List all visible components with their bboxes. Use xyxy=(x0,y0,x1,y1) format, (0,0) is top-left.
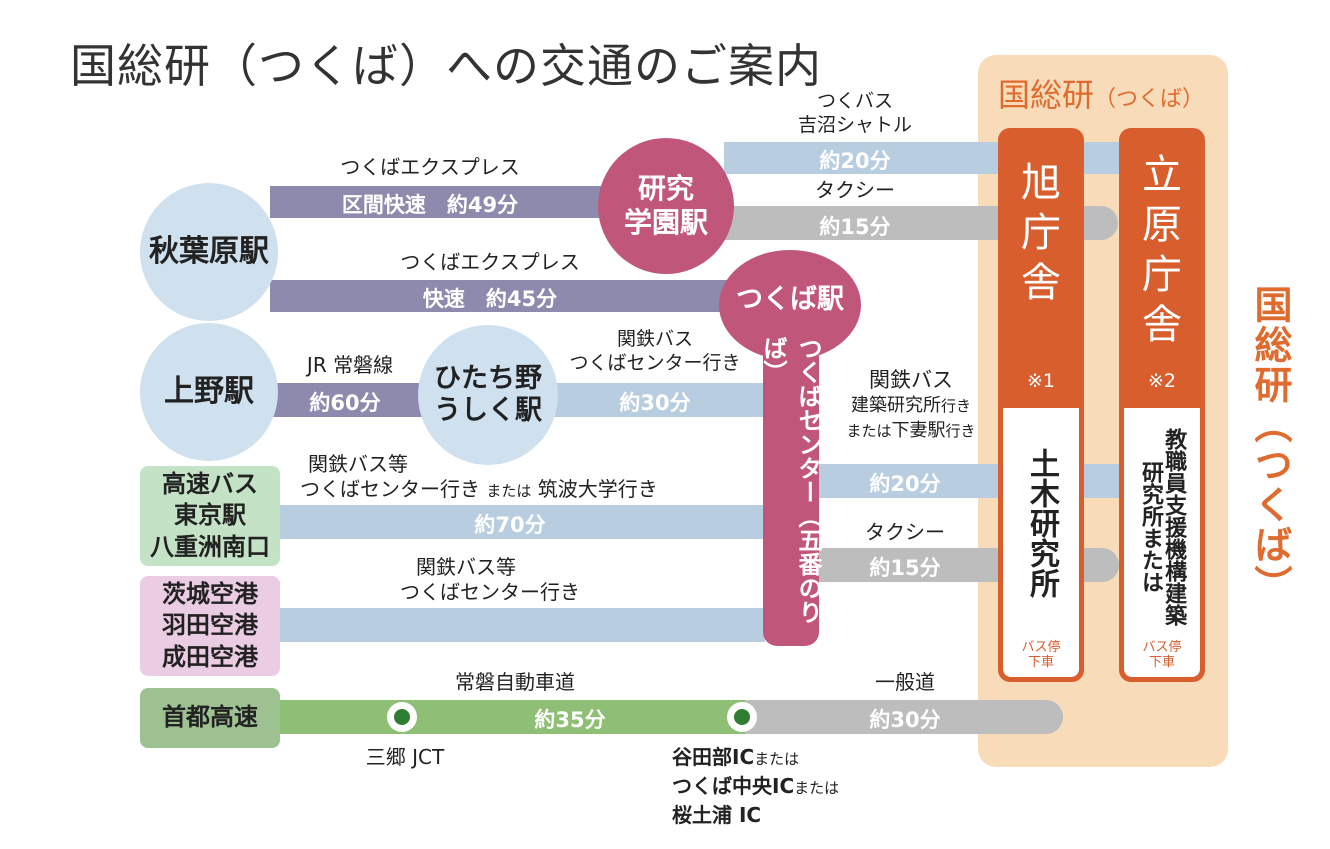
kantetsu1-time: 約30分 xyxy=(619,391,691,415)
panel-title: 国総研（つくば） xyxy=(998,70,1204,116)
kantetsu2-time: 約20分 xyxy=(869,472,941,496)
airport-label: 関鉄バス等 つくばセンター行き xyxy=(400,555,630,605)
general-road-bar xyxy=(745,700,1063,734)
highway-bus-origin: 高速バス 東京駅 八重洲南口 xyxy=(140,466,280,566)
kenkyu-gakuen-station: 研究学園駅 xyxy=(598,138,734,274)
joban-label: 常磐自動車道 xyxy=(455,670,575,694)
jr-time: 約60分 xyxy=(309,391,381,415)
shuttle-label-b: 吉沼シャトル xyxy=(797,113,912,136)
joban-time: 約35分 xyxy=(534,708,606,732)
ic-label: 谷田部ICまたは つくば中央ICまたは 桜土浦 IC xyxy=(672,743,892,830)
airport-bar xyxy=(275,608,765,642)
highway-bar xyxy=(275,505,765,539)
kantetsu2-label-b: 建築研究所 xyxy=(850,395,941,417)
tsukuba-center-label: つくばセンター（五番のりば） xyxy=(759,336,822,624)
tx1-bar xyxy=(270,186,610,218)
highway-label-b: つくばセンター行き xyxy=(300,477,480,501)
highway-label-c: 筑波大学行き xyxy=(537,477,658,501)
tx2-bar xyxy=(270,280,740,312)
hitachino-ushiku-station: ひたち野うしく駅 xyxy=(418,325,558,465)
asahi-inner: 土木研究所 バス停 下車 xyxy=(1003,408,1079,677)
tachihara-name: 立 原 庁 舎 xyxy=(1142,152,1182,348)
tachihara-inner: 教職員支援機構建築研究所または バス停 下車 xyxy=(1124,408,1200,677)
kantetsu1-label: 関鉄バス つくばセンター行き xyxy=(560,328,750,376)
asahi-note: ※1 xyxy=(1026,370,1055,392)
shuto-origin: 首都高速 xyxy=(140,688,280,748)
general-label: 一般道 xyxy=(875,670,935,694)
tx1-label: つくばエクスプレス xyxy=(340,155,520,179)
kantetsu1-bar xyxy=(550,383,765,417)
tachihara-bus-stop: バス停 下車 xyxy=(1142,639,1182,671)
joban-bar xyxy=(270,700,745,734)
ic-line2: つくば中央IC xyxy=(672,774,795,798)
ic-or-2: または xyxy=(794,779,840,797)
misato-jct-marker xyxy=(387,702,417,732)
kantetsu2-label-b-suffix: 行き xyxy=(940,397,971,416)
taxi1-time: 約15分 xyxy=(819,215,891,239)
kantetsu2-label: 関鉄バス 建築研究所行き または下妻駅行き xyxy=(826,366,996,443)
shuttle-label: つくバス 吉沼シャトル xyxy=(790,90,920,138)
tsukuba-center-stop: つくばセンター（五番のりば） xyxy=(759,322,822,646)
tachihara-note: ※2 xyxy=(1147,370,1176,392)
asahi-building: 旭 庁 舎 ※1 土木研究所 バス停 下車 xyxy=(998,128,1084,682)
airports-origin: 茨城空港 羽田空港 成田空港 xyxy=(140,576,280,676)
kantetsu1-label-b: つくばセンター行き xyxy=(569,351,741,374)
kenkyu-line2: 学園駅 xyxy=(623,206,708,239)
ic-or-1: または xyxy=(754,750,800,768)
taxi2-time: 約15分 xyxy=(869,556,941,580)
tachihara-building: 立 原 庁 舎 ※2 教職員支援機構建築研究所または バス停 下車 xyxy=(1119,128,1205,682)
shuttle-time: 約20分 xyxy=(819,149,891,173)
page-title: 国総研（つくば）への交通のご案内 xyxy=(70,39,822,93)
jr-label: JR 常磐線 xyxy=(306,353,394,377)
tx2-time: 快速 約45分 xyxy=(422,287,558,311)
highway-label: 関鉄バス等 つくばセンター行き または 筑波大学行き xyxy=(300,452,740,502)
ic-line1: 谷田部IC xyxy=(672,745,755,769)
ic-line3: 桜土浦 IC xyxy=(672,803,762,827)
asahi-bus-stop: バス停 下車 xyxy=(1021,639,1061,671)
tachihara-inner-text: 教職員支援機構建築研究所または xyxy=(1138,428,1187,626)
tx1-time: 区間快速 約49分 xyxy=(341,193,519,217)
kenkyu-line1: 研究 xyxy=(637,172,694,206)
highway-label-or: または xyxy=(486,482,532,500)
vertical-brand: 国総研（つくば） xyxy=(1248,285,1292,605)
taxi1-label: タクシー xyxy=(815,178,895,202)
panel-title-main: 国総研 xyxy=(998,76,1095,114)
hitachino-line1: ひたち野 xyxy=(434,362,542,394)
highway-time: 約70分 xyxy=(474,513,546,537)
asahi-name: 旭 庁 舎 xyxy=(1021,160,1061,306)
asahi-inner-text: 土木研究所 xyxy=(1024,448,1059,598)
general-time: 約30分 xyxy=(869,708,941,732)
ueno-station-label: 上野駅 xyxy=(164,374,254,409)
kantetsu2-label-c-prefix: または xyxy=(846,421,892,440)
kantetsu2-label-c: 下妻駅 xyxy=(891,419,946,441)
airport-label-b: つくばセンター行き xyxy=(400,580,580,604)
kantetsu2-label-a: 関鉄バス xyxy=(869,368,953,392)
airport-label-a: 関鉄バス等 xyxy=(416,555,516,579)
shuttle-label-a: つくバス xyxy=(816,90,893,112)
kantetsu1-label-a: 関鉄バス xyxy=(616,328,693,350)
ic-marker xyxy=(727,702,757,732)
hitachino-line2: うしく駅 xyxy=(434,395,542,426)
tx2-label: つくばエクスプレス xyxy=(400,250,580,274)
kantetsu2-label-c-suffix: 行き xyxy=(945,421,976,440)
taxi2-label: タクシー xyxy=(865,520,945,544)
panel-title-sub: （つくば） xyxy=(1094,87,1205,112)
ueno-station: 上野駅 xyxy=(140,323,278,461)
highway-label-a: 関鉄バス等 xyxy=(308,452,408,476)
misato-jct-label: 三郷 JCT xyxy=(365,745,445,769)
jr-bar xyxy=(260,383,440,417)
akihabara-station: 秋葉原駅 xyxy=(140,183,278,321)
